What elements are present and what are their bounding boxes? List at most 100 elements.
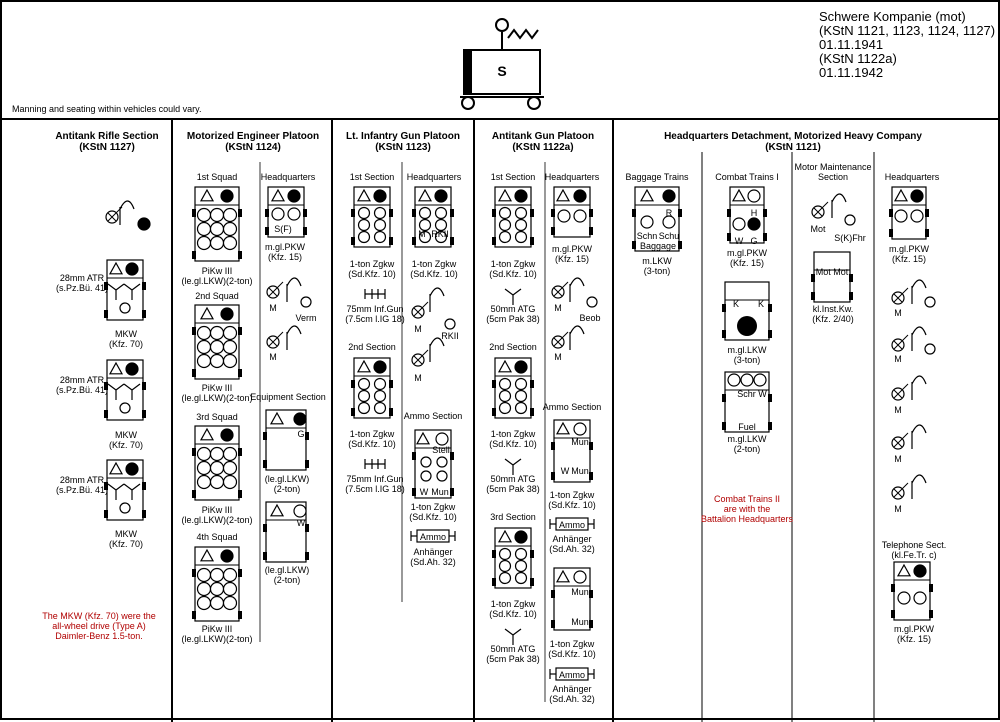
seat-icon [498,571,512,585]
seat-icon [209,567,225,583]
ct-lkw: m.gl.LKW(3-ton) [727,345,767,365]
group-bracket-icon [911,474,927,499]
group-bracket-icon [429,287,445,312]
seat-icon [357,401,371,415]
leader-seat-icon [514,360,528,374]
atr-weapon-2: 28mm ATR(s.Pz.Bü. 41) [55,375,109,395]
ct-k2: K [757,299,765,309]
wheel-icon [192,569,196,577]
seat-icon [373,389,387,403]
wheel-icon [389,380,393,388]
mm-mot: Mot [810,224,826,234]
wheel-icon [530,578,534,586]
wheel-icon [192,209,196,217]
group-bracket-icon [429,337,445,362]
wheel-icon [768,422,772,430]
wheel-icon [722,394,726,402]
seat-icon [498,547,512,561]
seat-icon [747,217,761,231]
equipment-veh-2: (le.gl.LKW)(2-ton) [264,565,310,585]
seat-icon [209,339,225,355]
infgun-gun-2: 75mm Inf.Gun(7.5cm l.IG 18) [345,474,405,494]
infgun-tow-1: 1-ton Zgkw(Sd.Kfz. 10) [348,259,396,279]
wheel-icon [811,274,815,282]
engineer-veh-1: PiKw III(le.gl.LKW)(2-ton) [181,266,253,286]
infgun-stell: Stell [432,445,450,455]
seat-icon [119,402,131,414]
infgun-hq-veh: 1-ton Zgkw(Sd.Kfz. 10) [410,259,458,279]
wheel-icon [450,209,454,217]
wheel-icon [551,442,555,450]
leader-triangle-icon [497,529,513,543]
seat-icon [209,460,225,476]
wheel-icon [412,452,416,460]
wheel-icon [351,209,355,217]
officer-cross [107,212,117,222]
wheel-icon [450,237,454,245]
group-bracket-icon [569,325,585,350]
leader-seat-icon [514,189,528,203]
seat-icon [894,209,908,223]
officer-cross [553,337,563,347]
wheel-icon [263,524,267,532]
seat-icon [222,339,238,355]
wheel-icon [763,233,767,241]
at-gun-icon [107,383,125,400]
seat-icon [357,218,371,232]
seat-icon [514,571,528,585]
atr-weapon-3: 28mm ATR(s.Pz.Bü. 41) [55,475,109,495]
wheel-icon [238,569,242,577]
seat-icon [498,389,512,403]
engineer-veh-2: PiKw III(le.gl.LKW)(2-ton) [181,383,253,403]
wheel-icon [412,237,416,245]
leader-seat-icon [125,262,139,276]
seat-icon [196,353,212,369]
seat-icon [222,446,238,462]
unit-name: Schwere Kompanie (mot) [819,9,966,24]
seat-icon [357,389,371,403]
wheel-icon [530,237,534,245]
seat-icon [573,189,587,203]
leader-triangle-icon [896,563,912,577]
combat-trains-label: Combat Trains I [715,172,779,182]
seat-icon [844,214,856,226]
leader-triangle-icon [417,188,433,202]
seat-icon [373,377,387,391]
at-gun-icon [504,628,522,645]
officer-cross [893,293,903,303]
wheel-icon [192,490,196,498]
unit-title-block: Schwere Kompanie (mot) (KStN 1121, 1123,… [819,10,995,80]
wheel-icon [263,432,267,440]
leader-triangle-icon [356,359,372,373]
ct-k1: K [732,299,740,309]
seat-icon [222,353,238,369]
engineer-m-2: M [269,352,277,362]
seat-icon [514,218,528,232]
atgun-ammo-veh-2: 1-ton Zgkw(Sd.Kfz. 10) [548,639,596,659]
group-bracket-icon [119,200,135,225]
motor-maintenance-vehicle [813,251,851,303]
wheel-icon [192,251,196,259]
engineer-m-1: M [269,303,277,313]
seat-icon [209,353,225,369]
seat-icon [557,209,571,223]
leader-seat-icon [220,549,234,563]
infgun-hq-label: Headquarters [406,172,462,182]
seat-icon [293,504,307,518]
infgun-mun: Mun [431,487,449,497]
leader-seat-icon [373,360,387,374]
seat-icon [732,217,746,231]
wheel-icon [722,330,726,338]
leader-triangle-icon [199,306,215,320]
leader-seat-icon [373,189,387,203]
infgun-m-2: M [414,373,422,383]
wheel-icon [238,448,242,456]
wheel-icon [492,380,496,388]
mm-skfhr: S(K)Fhr [834,233,866,243]
leader-seat-icon [514,530,528,544]
wheel-icon [551,620,555,628]
wheel-icon [389,408,393,416]
leader-triangle-icon [199,427,215,441]
wheel-icon [238,251,242,259]
seat-icon [196,460,212,476]
